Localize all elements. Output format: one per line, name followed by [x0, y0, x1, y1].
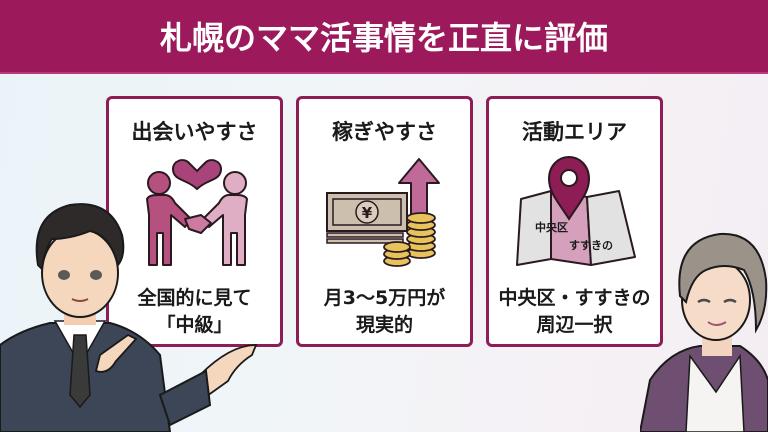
desc-line-1: 全国的に見て [137, 287, 252, 309]
card-earning-ease: 稼ぎやすさ ¥ 月3〜5万円が 現実的 [296, 96, 473, 347]
svg-text:中央区: 中央区 [535, 220, 568, 234]
card-description: 月3〜5万円が 現実的 [299, 285, 470, 339]
desc-line-1: 月3〜5万円が [323, 287, 446, 309]
card-activity-area: 活動エリア 中央区 すすきの 中央区・すすきの 周辺一択 [486, 96, 663, 347]
businessman-illustration [0, 203, 258, 432]
desc-line-2: 周辺一択 [536, 314, 613, 336]
map-pin-icon: 中央区 すすきの [516, 155, 636, 266]
card-title: 稼ぎやすさ [332, 120, 437, 144]
money-up-arrow-icon: ¥ [326, 158, 440, 267]
handshake-heart-icon [146, 159, 248, 266]
card-description: 中央区・すすきの 周辺一択 [489, 285, 660, 339]
desc-line-1: 中央区・すすきの [498, 287, 651, 309]
desc-line-2: 「中級」 [156, 314, 233, 336]
svg-text:すすきの: すすきの [569, 239, 613, 252]
desc-line-2: 現実的 [355, 314, 413, 336]
page-title: 札幌のママ活事情を正直に評価 [159, 19, 608, 57]
svg-text:¥: ¥ [362, 204, 373, 222]
older-woman-illustration [640, 232, 768, 432]
card-meeting-ease: 出会いやすさ 全国的に見て 「中級」 [106, 96, 283, 347]
card-description: 全国的に見て 「中級」 [109, 285, 280, 339]
card-title: 出会いやすさ [131, 120, 258, 144]
card-title: 活動エリア [522, 120, 627, 144]
title-banner: 札幌のママ活事情を正直に評価 [0, 0, 768, 74]
